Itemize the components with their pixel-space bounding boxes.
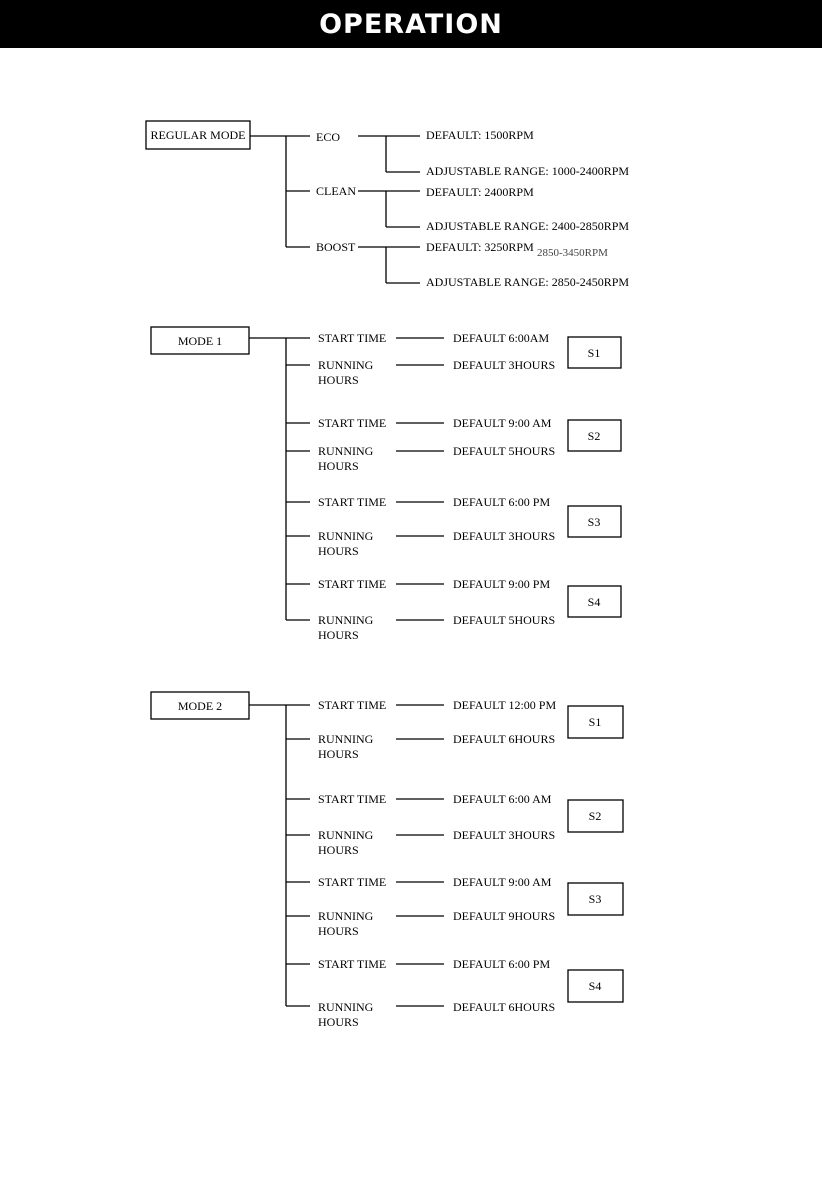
- regular-mode-box: [145, 120, 251, 150]
- mode1-label: MODE 1: [178, 334, 222, 348]
- mode1-box: [150, 326, 250, 355]
- start-time-value: DEFAULT 6:00 AM: [453, 792, 552, 806]
- page-title: OPERATION: [0, 0, 822, 48]
- clean-range: ADJUSTABLE RANGE: 2400-2850RPM: [426, 219, 629, 233]
- running-hours-value: DEFAULT 5HOURS: [453, 613, 555, 627]
- start-time-label: START TIME: [318, 957, 386, 971]
- schedule-id: S3: [589, 892, 602, 906]
- schedule-box-s1: [567, 705, 624, 739]
- start-time-label: START TIME: [318, 698, 386, 712]
- start-time-value: DEFAULT 9:00 AM: [453, 875, 552, 889]
- running-hours-value: DEFAULT 3HOURS: [453, 529, 555, 543]
- schedule-box-s3: [567, 882, 624, 916]
- boost-label: BOOST: [316, 240, 356, 254]
- schedule-id: S3: [588, 515, 601, 529]
- start-time-label: START TIME: [318, 875, 386, 889]
- schedule-id: S2: [589, 809, 602, 823]
- clean-label: CLEAN: [316, 184, 356, 198]
- running-hours-value: DEFAULT 5HOURS: [453, 444, 555, 458]
- eco-label: ECO: [316, 130, 340, 144]
- schedule-box-s1: [567, 336, 622, 369]
- start-time-value: DEFAULT 12:00 PM: [453, 698, 556, 712]
- start-time-label: START TIME: [318, 331, 386, 345]
- boost-note: 2850-3450RPM: [537, 247, 608, 259]
- boost-range: ADJUSTABLE RANGE: 2850-2450RPM: [426, 275, 629, 289]
- mode2-label: MODE 2: [178, 699, 222, 713]
- regular-mode-label: REGULAR MODE: [151, 128, 246, 142]
- mode2-section: MODE 2 START TIME DEFAULT 12:00 PM RUNNI…: [150, 691, 624, 1029]
- start-time-value: DEFAULT 9:00 AM: [453, 416, 552, 430]
- boost-default: DEFAULT: 3250RPM: [426, 240, 534, 254]
- schedule-id: S1: [589, 715, 602, 729]
- start-time-value: DEFAULT 6:00 PM: [453, 495, 550, 509]
- start-time-label: START TIME: [318, 416, 386, 430]
- schedule-id: S4: [589, 979, 602, 993]
- start-time-label: START TIME: [318, 792, 386, 806]
- running-hours-value: DEFAULT 3HOURS: [453, 358, 555, 372]
- start-time-value: DEFAULT 6:00 PM: [453, 957, 550, 971]
- start-time-value: DEFAULT 9:00 PM: [453, 577, 550, 591]
- start-time-label: START TIME: [318, 577, 386, 591]
- mode1-section: MODE 1 START TIME DEFAULT 6:00AM RUNNING…: [150, 326, 622, 642]
- running-hours-value: DEFAULT 6HOURS: [453, 732, 555, 746]
- eco-range: ADJUSTABLE RANGE: 1000-2400RPM: [426, 164, 629, 178]
- clean-default: DEFAULT: 2400RPM: [426, 185, 534, 199]
- eco-default: DEFAULT: 1500RPM: [426, 128, 534, 142]
- start-time-label: START TIME: [318, 495, 386, 509]
- schedule-box-s4: [567, 585, 622, 618]
- schedule-box-s2: [567, 799, 624, 833]
- schedule-id: S2: [588, 429, 601, 443]
- schedule-id: S4: [588, 595, 601, 609]
- running-hours-value: DEFAULT 6HOURS: [453, 1000, 555, 1014]
- start-time-value: DEFAULT 6:00AM: [453, 331, 549, 345]
- running-hours-value: DEFAULT 3HOURS: [453, 828, 555, 842]
- schedule-box-s4: [567, 969, 624, 1003]
- schedule-box-s3: [567, 505, 622, 538]
- schedule-id: S1: [588, 346, 601, 360]
- schedule-box-s2: [567, 419, 622, 452]
- regular-mode-section: REGULAR MODE ECO DEFAULT: 1500RPM ADJUST…: [145, 120, 629, 289]
- running-hours-value: DEFAULT 9HOURS: [453, 909, 555, 923]
